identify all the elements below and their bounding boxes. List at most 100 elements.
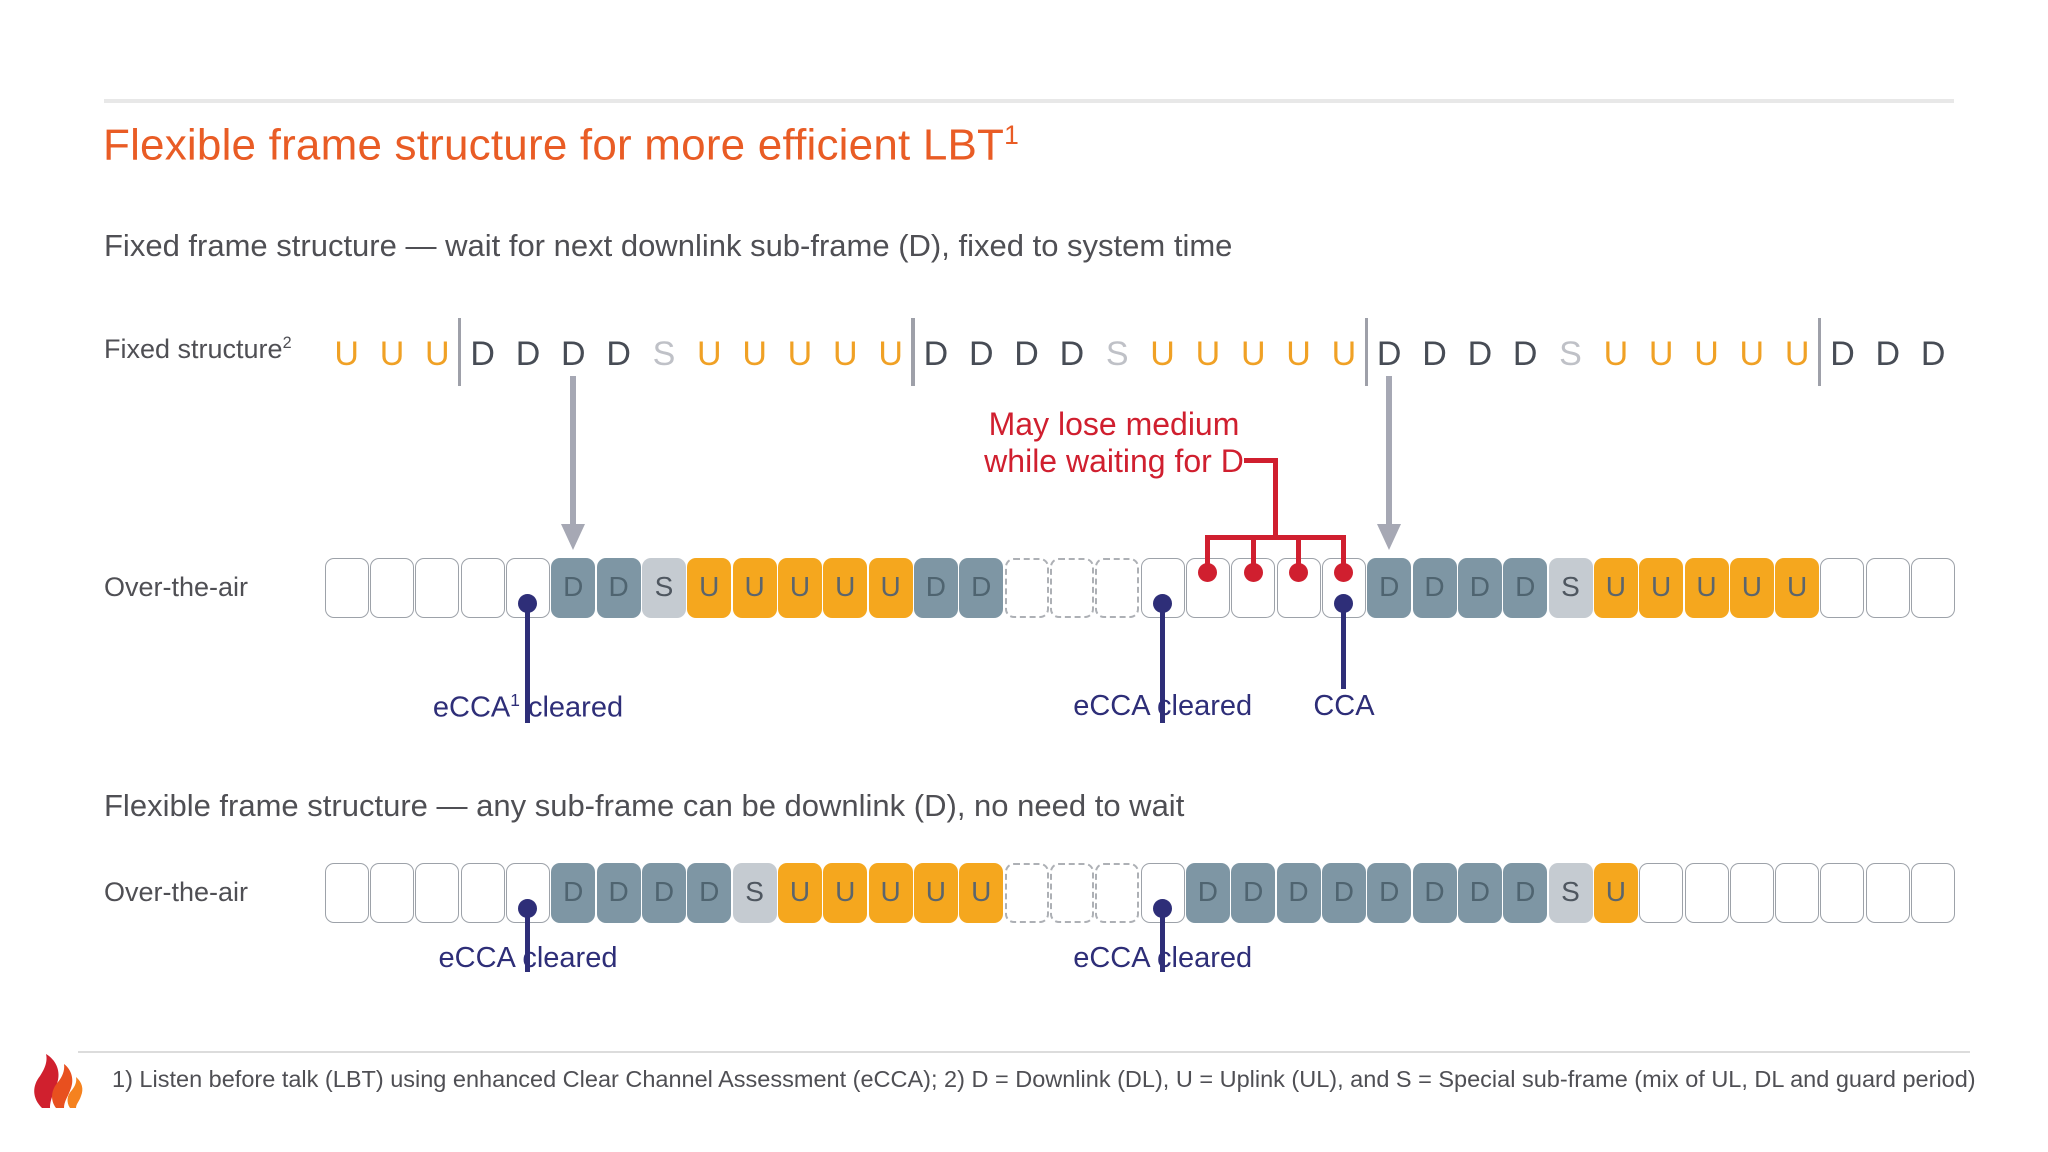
fixed-structure-letter: D [606, 335, 631, 373]
subframe-cell [1775, 863, 1820, 923]
subframe-box-u: U [1775, 558, 1820, 618]
subframe-box-s: S [641, 558, 686, 618]
subframe-box-u: U [868, 863, 913, 923]
subframe-box-u: U [777, 863, 822, 923]
subframe-box-d: D [1367, 863, 1412, 923]
subframe-box-e [1911, 558, 1956, 618]
subframe-box-d: D [1185, 863, 1230, 923]
subframe-box-d: D [551, 863, 596, 923]
subframe-box-x [1004, 558, 1049, 618]
down-arrow-head-icon [1377, 524, 1402, 550]
subframe-cell: D [551, 558, 596, 618]
subframe-cell: D [1457, 558, 1502, 618]
subframe-box-d: D [1231, 863, 1276, 923]
footnote: 1) Listen before talk (LBT) using enhanc… [112, 1066, 1976, 1092]
ecca-label-text: eCCA [1073, 690, 1149, 722]
subframe-cell [1004, 863, 1049, 923]
subframe-box-d: D [551, 558, 596, 618]
subframe-cell: D [596, 558, 641, 618]
subframe-cell [1639, 863, 1684, 923]
ecca-stem [1160, 603, 1166, 723]
fixed-structure-letter: D [923, 335, 949, 373]
fixed-structure-letter: D [1014, 335, 1039, 373]
ecca-label-text: CCA [1313, 690, 1375, 722]
subframe-box-x [1095, 863, 1140, 923]
frame-boundary-divider [1817, 318, 1822, 386]
subframe-cell [1684, 863, 1729, 923]
subframe-cell: D [959, 558, 1004, 618]
subframe-cell: S [641, 558, 686, 618]
subframe-cell [460, 863, 505, 923]
subframe-cell: D [1412, 558, 1457, 618]
fixed-structure-letter: D [1512, 335, 1538, 373]
subframe-cell: D [1185, 863, 1230, 923]
fixed-structure-letter: D [515, 335, 541, 373]
subframe-box-x [1049, 558, 1094, 618]
subframe-box-e [1639, 863, 1684, 923]
subframe-box-e [1820, 558, 1865, 618]
subframe-cell: D [1503, 863, 1548, 923]
ecca-label-text: cleared [519, 691, 624, 724]
cca-sense-dot [1334, 563, 1354, 582]
fixed-structure-letter: U [1694, 335, 1719, 373]
fixed-structure-letter: U [425, 335, 450, 373]
fixed-structure-letter: U [1195, 335, 1221, 373]
may-lose-medium-line1: May lose medium [988, 406, 1240, 442]
subframe-box-e [369, 558, 414, 618]
ecca-label-text: cleared [1148, 942, 1253, 974]
subframe-box-d: D [596, 863, 641, 923]
subframe-cell: D [641, 863, 686, 923]
subframe-cell [1910, 558, 1956, 618]
subframe-box-d: D [1367, 558, 1412, 618]
subframe-box-u: U [823, 558, 868, 618]
subframe-box-s: S [1548, 863, 1593, 923]
subframe-cell: U [687, 558, 732, 618]
subframe-cell [1095, 863, 1140, 923]
subframe-cell: D [1503, 558, 1548, 618]
subframe-box-d: D [1276, 863, 1321, 923]
subframe-cell: D [551, 863, 596, 923]
subframe-box-s: S [732, 863, 777, 923]
subframe-cell [1095, 558, 1140, 618]
subframe-box-e [369, 863, 414, 923]
ecca-label: CCA [1174, 690, 1514, 723]
subframe-box-u: U [1639, 558, 1684, 618]
subframe-cell: D [1412, 863, 1457, 923]
subframe-cell: U [1639, 558, 1684, 618]
subframe-cell: D [1367, 863, 1412, 923]
subframe-box-u: U [959, 863, 1004, 923]
fixed-structure-letter: D [561, 335, 586, 373]
subframe-box-x [1095, 558, 1140, 618]
page-title: Flexible frame structure for more effici… [103, 120, 1019, 171]
fixed-structure-letter: D [1059, 335, 1085, 373]
subframe-box-e [460, 863, 505, 923]
cca-bracket-feed-vertical [1273, 458, 1279, 540]
subframe-cell: U [777, 558, 822, 618]
subframe-cell: S [732, 863, 777, 923]
fixed-structure-letter: U [787, 335, 813, 373]
subframe-box-e [1820, 863, 1865, 923]
fixed-structure-letter: D [1875, 335, 1901, 373]
page-title-text: Flexible frame structure for more effici… [103, 120, 1005, 170]
subframe-cell: U [1593, 863, 1638, 923]
fixed-structure-letter: D [470, 335, 495, 373]
ecca-label-text: cleared [1148, 690, 1253, 722]
subframe-cell: D [1231, 863, 1276, 923]
subframe-cell [460, 558, 505, 618]
fixed-structure-label-superscript: 2 [282, 334, 292, 352]
subframe-cell [324, 558, 369, 618]
subframe-cell [1820, 863, 1865, 923]
subframe-cell: S [1548, 863, 1593, 923]
fixed-structure-label: Fixed structure2 [104, 334, 292, 365]
fixed-structure-letter: U [334, 335, 359, 373]
fixed-structure-letter: U [697, 335, 722, 373]
fixed-structure-letter: U [1648, 335, 1674, 373]
subframe-box-x [1004, 863, 1049, 923]
ecca-stem [1341, 603, 1347, 689]
subframe-box-x [1049, 863, 1094, 923]
fixed-structure-letter: D [1830, 335, 1855, 373]
subframe-box-e [415, 863, 460, 923]
subframe-cell: U [1593, 558, 1638, 618]
